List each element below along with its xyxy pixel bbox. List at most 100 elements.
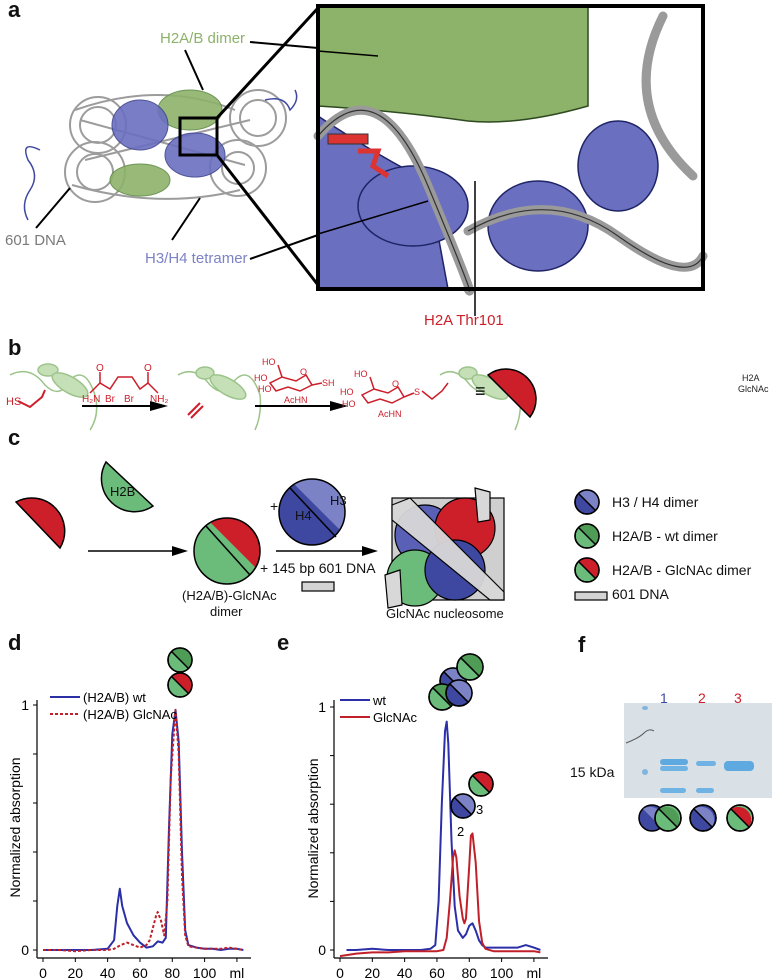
x-tick-label: 0 (336, 965, 344, 980)
lane-label-3: 3 (734, 690, 742, 706)
h2b-half (100, 460, 155, 513)
y-tick-label: 1 (318, 699, 326, 715)
hydroxyl: HO (254, 373, 268, 383)
histone-tail (23, 145, 41, 221)
gel-band (660, 766, 688, 771)
y-tick-label: 0 (318, 942, 326, 958)
h3-h4-dimer-circle (278, 478, 346, 546)
peak2-icon-h3h4 (450, 793, 476, 819)
dna-gyres (64, 89, 287, 203)
gel-band (660, 759, 688, 765)
label-glcnac-nucleosome: GlcNAc nucleosome (386, 606, 504, 621)
y-tick-label: 1 (21, 697, 29, 713)
x-tick-label: 80 (164, 965, 180, 980)
label-601-dna: 601 DNA (5, 232, 66, 249)
legend-h2ab-glcnac-symbol (574, 557, 600, 583)
h2a-h2b-protein (109, 89, 223, 197)
carbonyl-o: O (144, 363, 152, 374)
h2a-glcnac-symbol (486, 368, 537, 419)
label-h3h4-tetramer: H3/H4 tetramer (145, 250, 248, 267)
bromine: Br (105, 394, 116, 405)
label-h4: H4 (295, 508, 312, 523)
h2ab-glcnac-symbol (726, 804, 754, 832)
series-line-wt (346, 720, 541, 951)
hydroxyl: HO (354, 369, 368, 379)
zoom-box (178, 116, 219, 157)
hydroxyl: HO (340, 387, 354, 397)
series-line-glcnac (43, 708, 244, 953)
panel-f-letter: f (578, 632, 586, 657)
marker-band (642, 769, 648, 775)
label-h3: H3 (330, 493, 347, 508)
legend-label-h3h4: H3 / H4 dimer (612, 494, 699, 510)
ring-oxygen: O (300, 367, 307, 377)
legend-label-h2ab-glcnac: H2A/B - GlcNAc dimer (612, 562, 752, 578)
histone-tail (264, 89, 298, 112)
panel-b-letter: b (8, 335, 22, 360)
panel-a-letter: a (8, 0, 21, 22)
x-tick-label: 0 (39, 965, 47, 980)
gel-lane-symbols (638, 804, 754, 832)
label-h2b: H2B (110, 484, 136, 499)
symbol-label-glcnac: GlcNAc (738, 384, 769, 394)
x-tick-label: 20 (365, 965, 381, 980)
acetamido: AcHN (378, 409, 402, 419)
octamer-symbol (638, 804, 682, 832)
x-tick-label: 100 (193, 965, 217, 980)
x-tick-label: 100 (490, 965, 514, 980)
peak-label-2: 2 (457, 824, 464, 839)
label-h2ab-dimer: H2A/B dimer (160, 30, 246, 47)
legend-label-601-dna: 601 DNA (612, 586, 669, 602)
h2a-glcnac-half (14, 497, 66, 550)
x-tick-label: 60 (132, 965, 148, 980)
octamer-icon-h3h4 (445, 679, 473, 707)
thiol-sh: SH (322, 378, 335, 388)
label-dna-addition: + 145 bp 601 DNA (260, 560, 376, 576)
legend-h3h4-symbol (574, 489, 600, 515)
gel-band (696, 788, 714, 793)
h2ab-glcnac-dimer-circle (193, 517, 261, 585)
marker-label-15kda: 15 kDa (570, 764, 615, 780)
series-line-glcnac (339, 832, 541, 958)
peak-icon-h2ab-wt (167, 647, 193, 673)
x-tick-label: 80 (461, 965, 477, 980)
y-tick-label: 0 (21, 942, 29, 958)
legend-dna-symbol (574, 591, 608, 601)
bromine: Br (124, 394, 135, 405)
x-tick-label: 60 (429, 965, 445, 980)
symbol-label-h2a: H2A (742, 373, 760, 383)
plus-sign: + (270, 498, 279, 514)
hydroxyl: HO (262, 357, 276, 367)
series-line-wt (43, 708, 244, 951)
semisynthesis-scheme: HS O O H₂N Br Br NH₂ HO HO HO O SH AcHN … (6, 357, 537, 431)
equivalence-symbol: ≡ (475, 381, 486, 401)
legend-h2ab-wt-symbol (574, 523, 600, 549)
legend-label: (H2A/B) wt (83, 690, 146, 705)
h3h4-symbol (689, 804, 717, 832)
x-unit-label: ml (230, 965, 245, 980)
y-axis-label: Normalized absorption (305, 758, 321, 898)
panel-d-letter: d (8, 630, 22, 655)
peak-label-3: 3 (476, 802, 483, 817)
x-tick-label: 40 (397, 965, 413, 980)
label-dimer-2: dimer (210, 604, 243, 619)
legend-label-h2ab-wt: H2A/B - wt dimer (612, 528, 718, 544)
amine-nh2: NH₂ (150, 394, 168, 405)
dna-rect (301, 581, 335, 592)
marker-band (642, 706, 648, 710)
hydroxyl: HO (342, 399, 356, 409)
gel-band (696, 761, 716, 766)
h2a-protein-dha (177, 366, 262, 431)
label-dimer-1: (H2A/B)-GlcNAc (182, 588, 277, 603)
x-tick-label: 40 (100, 965, 116, 980)
structure-zoom-view (313, 4, 708, 316)
hs-group: HS (6, 396, 21, 408)
nucleosome-symbol (384, 487, 505, 609)
sds-gel (624, 703, 772, 798)
legend-label: wt (372, 693, 386, 708)
gel-band (724, 761, 754, 771)
lane-label-2: 2 (698, 690, 706, 706)
y-axis-label: Normalized absorption (7, 757, 23, 897)
